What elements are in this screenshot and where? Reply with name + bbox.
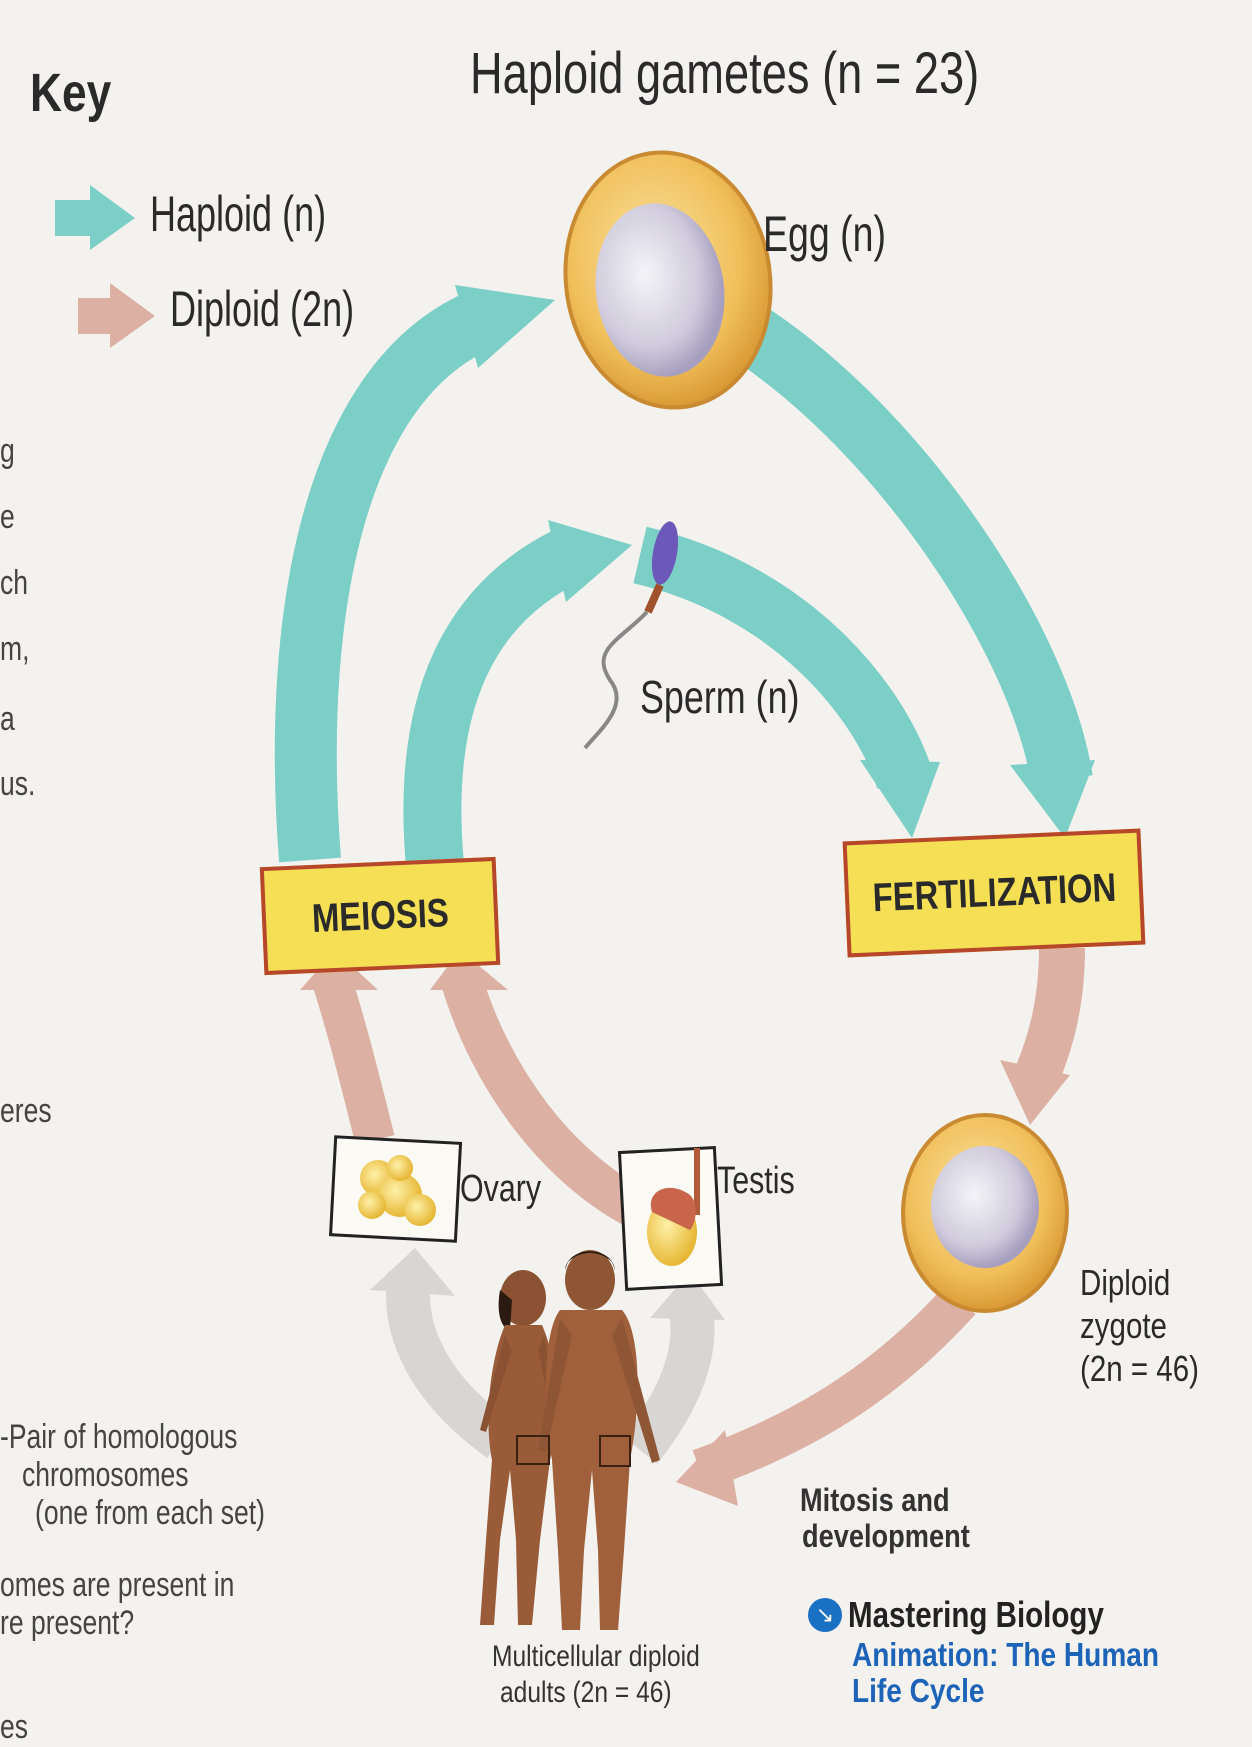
sperm-tail	[583, 610, 649, 750]
man-gonad-marker	[599, 1435, 631, 1467]
outer-haploid-arrow-to-egg	[274, 291, 494, 863]
margin-text: us.	[0, 765, 36, 803]
meiosis-label: MEIOSIS	[310, 890, 450, 941]
fertilization-label: FERTILIZATION	[871, 865, 1117, 920]
zygote-label-line3: (2n = 46)	[1080, 1348, 1199, 1389]
inner-haploid-arrow-to-fertilization	[633, 526, 933, 790]
margin-text: chromosomes	[22, 1456, 189, 1494]
sperm-head	[651, 521, 679, 585]
testis-label: Testis	[717, 1160, 795, 1202]
margin-text: -Pair of homologous	[0, 1418, 238, 1456]
outer-haploid-arrow-to-fertilization	[728, 303, 1093, 786]
mastering-brand: Mastering Biology	[848, 1594, 1104, 1635]
diagram-title: Haploid gametes (n = 23)	[470, 41, 980, 106]
grey-arrow-to-testis	[622, 1300, 715, 1464]
outer-haploid-arrowhead	[455, 285, 555, 368]
woman-gonad-marker	[516, 1435, 550, 1465]
margin-text: ch	[0, 564, 29, 602]
zygote-nucleus	[931, 1146, 1039, 1268]
grey-arrowhead-ovary	[370, 1248, 455, 1296]
diploid-arrowhead-meiosis-2	[430, 950, 508, 990]
haploid-key-arrow	[55, 185, 135, 250]
key-diploid-label: Diploid (2n)	[170, 281, 355, 337]
mitosis-label-line1: Mitosis and	[800, 1482, 950, 1518]
mitosis-label-line2: development	[802, 1518, 970, 1554]
key-title: Key	[30, 63, 112, 123]
animation-link-line2[interactable]: Life Cycle	[852, 1672, 985, 1709]
adults-label-line2: adults (2n = 46)	[500, 1676, 672, 1709]
testis-illustration	[647, 1148, 700, 1266]
inner-haploid-arrowhead	[548, 520, 632, 602]
zygote-label-line1: Diploid	[1080, 1262, 1171, 1303]
inner-haploid-arrow-to-sperm	[403, 525, 588, 868]
key-haploid-label: Haploid (n)	[150, 186, 327, 242]
margin-text: (one from each set)	[35, 1494, 265, 1532]
egg-label: Egg (n)	[763, 206, 886, 262]
margin-text: omes are present in	[0, 1566, 235, 1604]
ovary-label: Ovary	[460, 1168, 542, 1210]
diploid-key-arrow	[78, 283, 155, 348]
margin-text: e	[0, 498, 15, 536]
fertilization-box: FERTILIZATION	[842, 828, 1146, 958]
margin-text: m,	[0, 630, 30, 668]
inner-haploid-arrowhead-2	[860, 760, 940, 838]
mastering-arrow-icon: ↘	[808, 1598, 842, 1632]
diploid-arrow-zygote-to-adults	[692, 1285, 976, 1490]
egg-nucleus	[595, 203, 725, 377]
diploid-arrowhead-adults	[676, 1430, 738, 1506]
grey-arrowhead-testis	[650, 1272, 725, 1320]
margin-text: re present?	[0, 1604, 135, 1642]
margin-text: a	[0, 700, 15, 738]
margin-text: eres	[0, 1092, 52, 1130]
outer-haploid-arrowhead-2	[1010, 760, 1095, 838]
adults-label-line1: Multicellular diploid	[492, 1640, 700, 1673]
zygote-label-line2: zygote	[1080, 1305, 1167, 1346]
sperm-label: Sperm (n)	[640, 671, 800, 723]
diploid-arrow-fert-to-zygote	[1013, 947, 1085, 1089]
margin-text: es	[0, 1708, 29, 1746]
meiosis-box: MEIOSIS	[259, 856, 501, 976]
animation-link-line1[interactable]: Animation: The Human	[852, 1636, 1159, 1673]
grey-arrow-to-ovary	[386, 1271, 514, 1458]
diploid-arrow-ovary-to-meiosis	[311, 968, 395, 1145]
margin-text: g	[0, 432, 15, 470]
man-figure	[538, 1250, 660, 1630]
sperm-midpiece	[644, 583, 664, 614]
ovary-illustration	[358, 1155, 436, 1226]
diploid-arrow-testis-to-meiosis	[439, 969, 650, 1229]
diploid-arrowhead-zygote	[1000, 1060, 1070, 1125]
